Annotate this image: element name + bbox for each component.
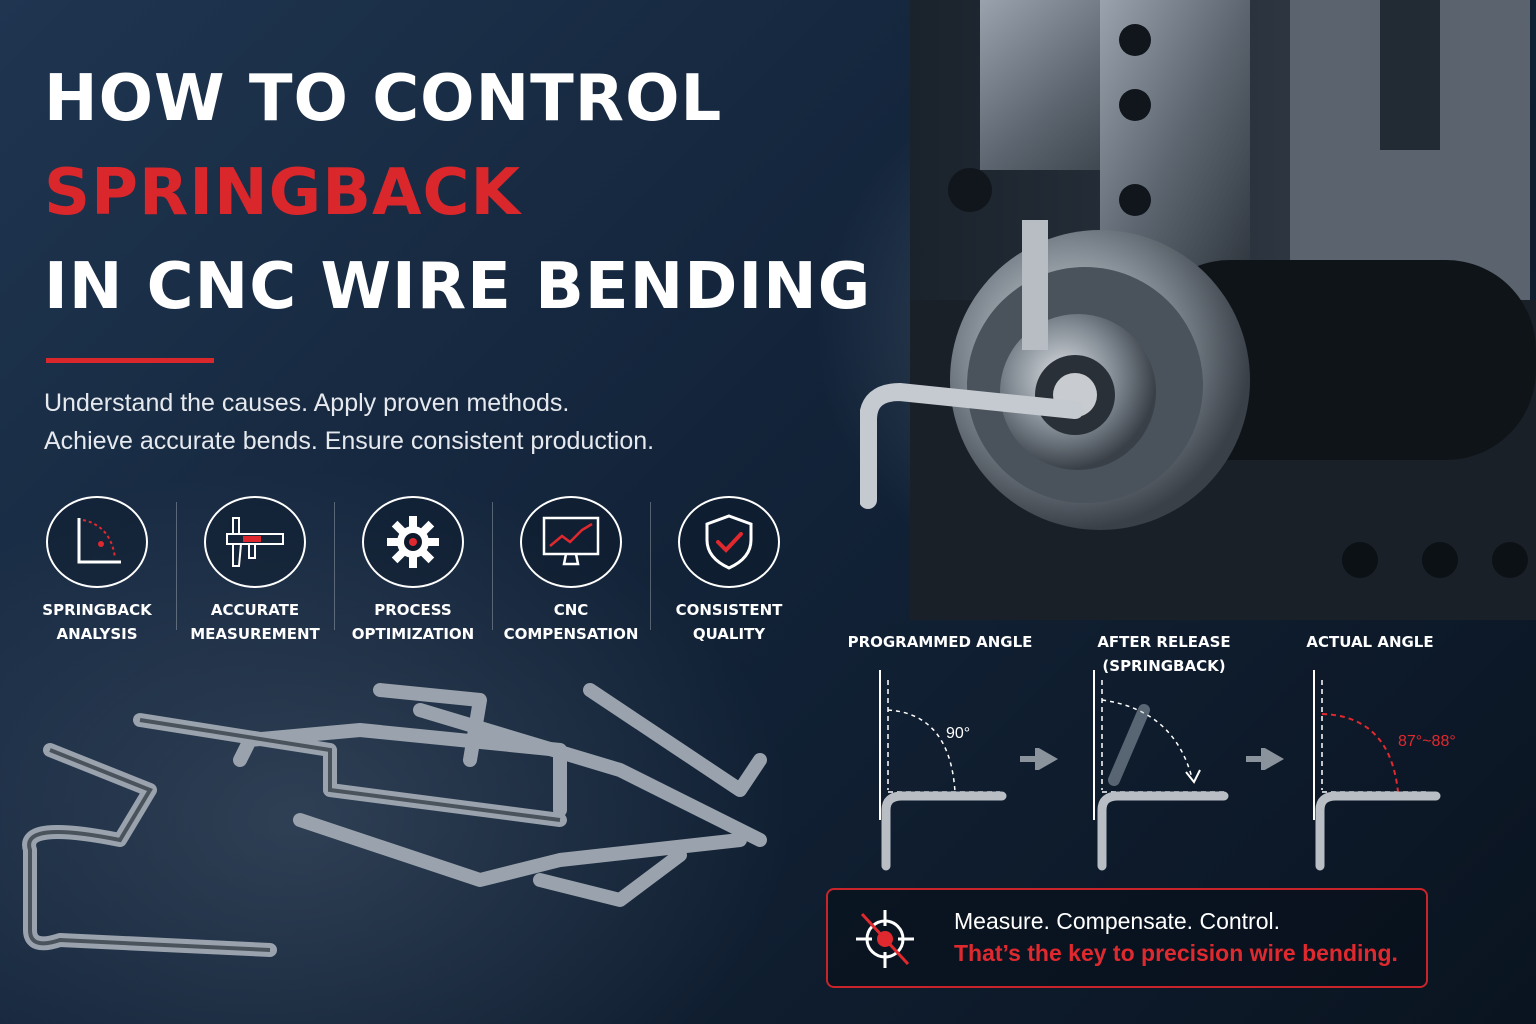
crosshair-target-icon <box>856 910 914 968</box>
title-line-3: IN CNC WIRE BENDING <box>44 250 872 324</box>
panel-title-text: PROGRAMMED ANGLE <box>847 633 1033 651</box>
feature-consistent-quality: CONSISTENT QUALITY <box>650 496 808 646</box>
feature-accurate-measurement: ACCURATE MEASUREMENT <box>176 496 334 646</box>
feature-label-line-2: QUALITY <box>692 625 766 643</box>
feature-cnc-compensation: CNC COMPENSATION <box>492 496 650 646</box>
panel-after-release: AFTER RELEASE (SPRINGBACK) <box>1064 630 1264 871</box>
arrow-right-icon <box>1020 748 1058 770</box>
springback-diagram: PROGRAMMED ANGLE 90° AFTER RELEASE (SPRI… <box>840 630 1480 880</box>
springback-analysis-icon <box>46 496 148 588</box>
bent-wire-parts-illustration <box>22 683 767 957</box>
subtitle: Understand the causes. Apply proven meth… <box>44 384 654 460</box>
feature-label: SPRINGBACK ANALYSIS <box>42 598 151 646</box>
panel-title: PROGRAMMED ANGLE <box>840 630 1040 654</box>
key-message-callout: Measure. Compensate. Control. That’s the… <box>826 888 1428 988</box>
panel-title-line-2: (SPRINGBACK) <box>1102 657 1226 675</box>
panel-title: ACTUAL ANGLE <box>1270 630 1470 654</box>
feature-label-line-1: CONSISTENT <box>675 601 783 619</box>
cnc-machine-illustration <box>860 0 1536 620</box>
feature-label-line-2: ANALYSIS <box>56 625 138 643</box>
arrow-right-icon <box>1246 748 1284 770</box>
feature-springback-analysis: SPRINGBACK ANALYSIS <box>18 496 176 646</box>
gear-icon <box>362 496 464 588</box>
after-release-figure <box>1093 670 1229 871</box>
feature-label-line-2: MEASUREMENT <box>190 625 320 643</box>
shield-check-icon <box>678 496 780 588</box>
actual-angle-figure: 87°~88° <box>1313 670 1456 871</box>
page-title: HOW TO CONTROL SPRINGBACK IN CNC WIRE BE… <box>44 52 871 334</box>
title-line-1: HOW TO CONTROL <box>44 62 723 136</box>
panel-title-text: ACTUAL ANGLE <box>1306 633 1434 651</box>
programmed-angle-value: 90° <box>946 725 970 742</box>
feature-label-line-2: COMPENSATION <box>503 625 639 643</box>
feature-process-optimization: PROCESS OPTIMIZATION <box>334 496 492 646</box>
panel-title: AFTER RELEASE (SPRINGBACK) <box>1064 630 1264 678</box>
monitor-chart-icon <box>520 496 622 588</box>
panel-programmed-angle: PROGRAMMED ANGLE 90° <box>840 630 1040 871</box>
callout-line-1: Measure. Compensate. Control. <box>954 908 1280 934</box>
callout-line-2: That’s the key to precision wire bending… <box>954 940 1398 966</box>
panel-title-line-1: AFTER RELEASE <box>1097 633 1231 651</box>
feature-label: CONSISTENT QUALITY <box>676 598 783 646</box>
panel-actual-angle: ACTUAL ANGLE 87°~88° <box>1270 630 1470 871</box>
subtitle-line-1: Understand the causes. Apply proven meth… <box>44 389 570 417</box>
title-line-2-springback: SPRINGBACK <box>44 156 522 230</box>
title-underline <box>46 358 214 363</box>
programmed-angle-figure: 90° <box>879 670 1007 871</box>
feature-label: ACCURATE MEASUREMENT <box>190 598 320 646</box>
feature-label-line-1: CNC <box>553 601 589 619</box>
feature-label-line-1: PROCESS <box>374 601 452 619</box>
feature-label: CNC COMPENSATION <box>504 598 639 646</box>
feature-label-line-2: OPTIMIZATION <box>351 625 475 643</box>
feature-list: SPRINGBACK ANALYSIS ACCURATE MEASUREMENT <box>18 496 808 646</box>
actual-angle-value: 87°~88° <box>1398 733 1456 750</box>
caliper-icon <box>204 496 306 588</box>
subtitle-line-2: Achieve accurate bends. Ensure consisten… <box>44 427 655 455</box>
feature-label-line-1: SPRINGBACK <box>42 601 152 619</box>
feature-label-line-1: ACCURATE <box>210 601 300 619</box>
feature-label: PROCESS OPTIMIZATION <box>352 598 475 646</box>
